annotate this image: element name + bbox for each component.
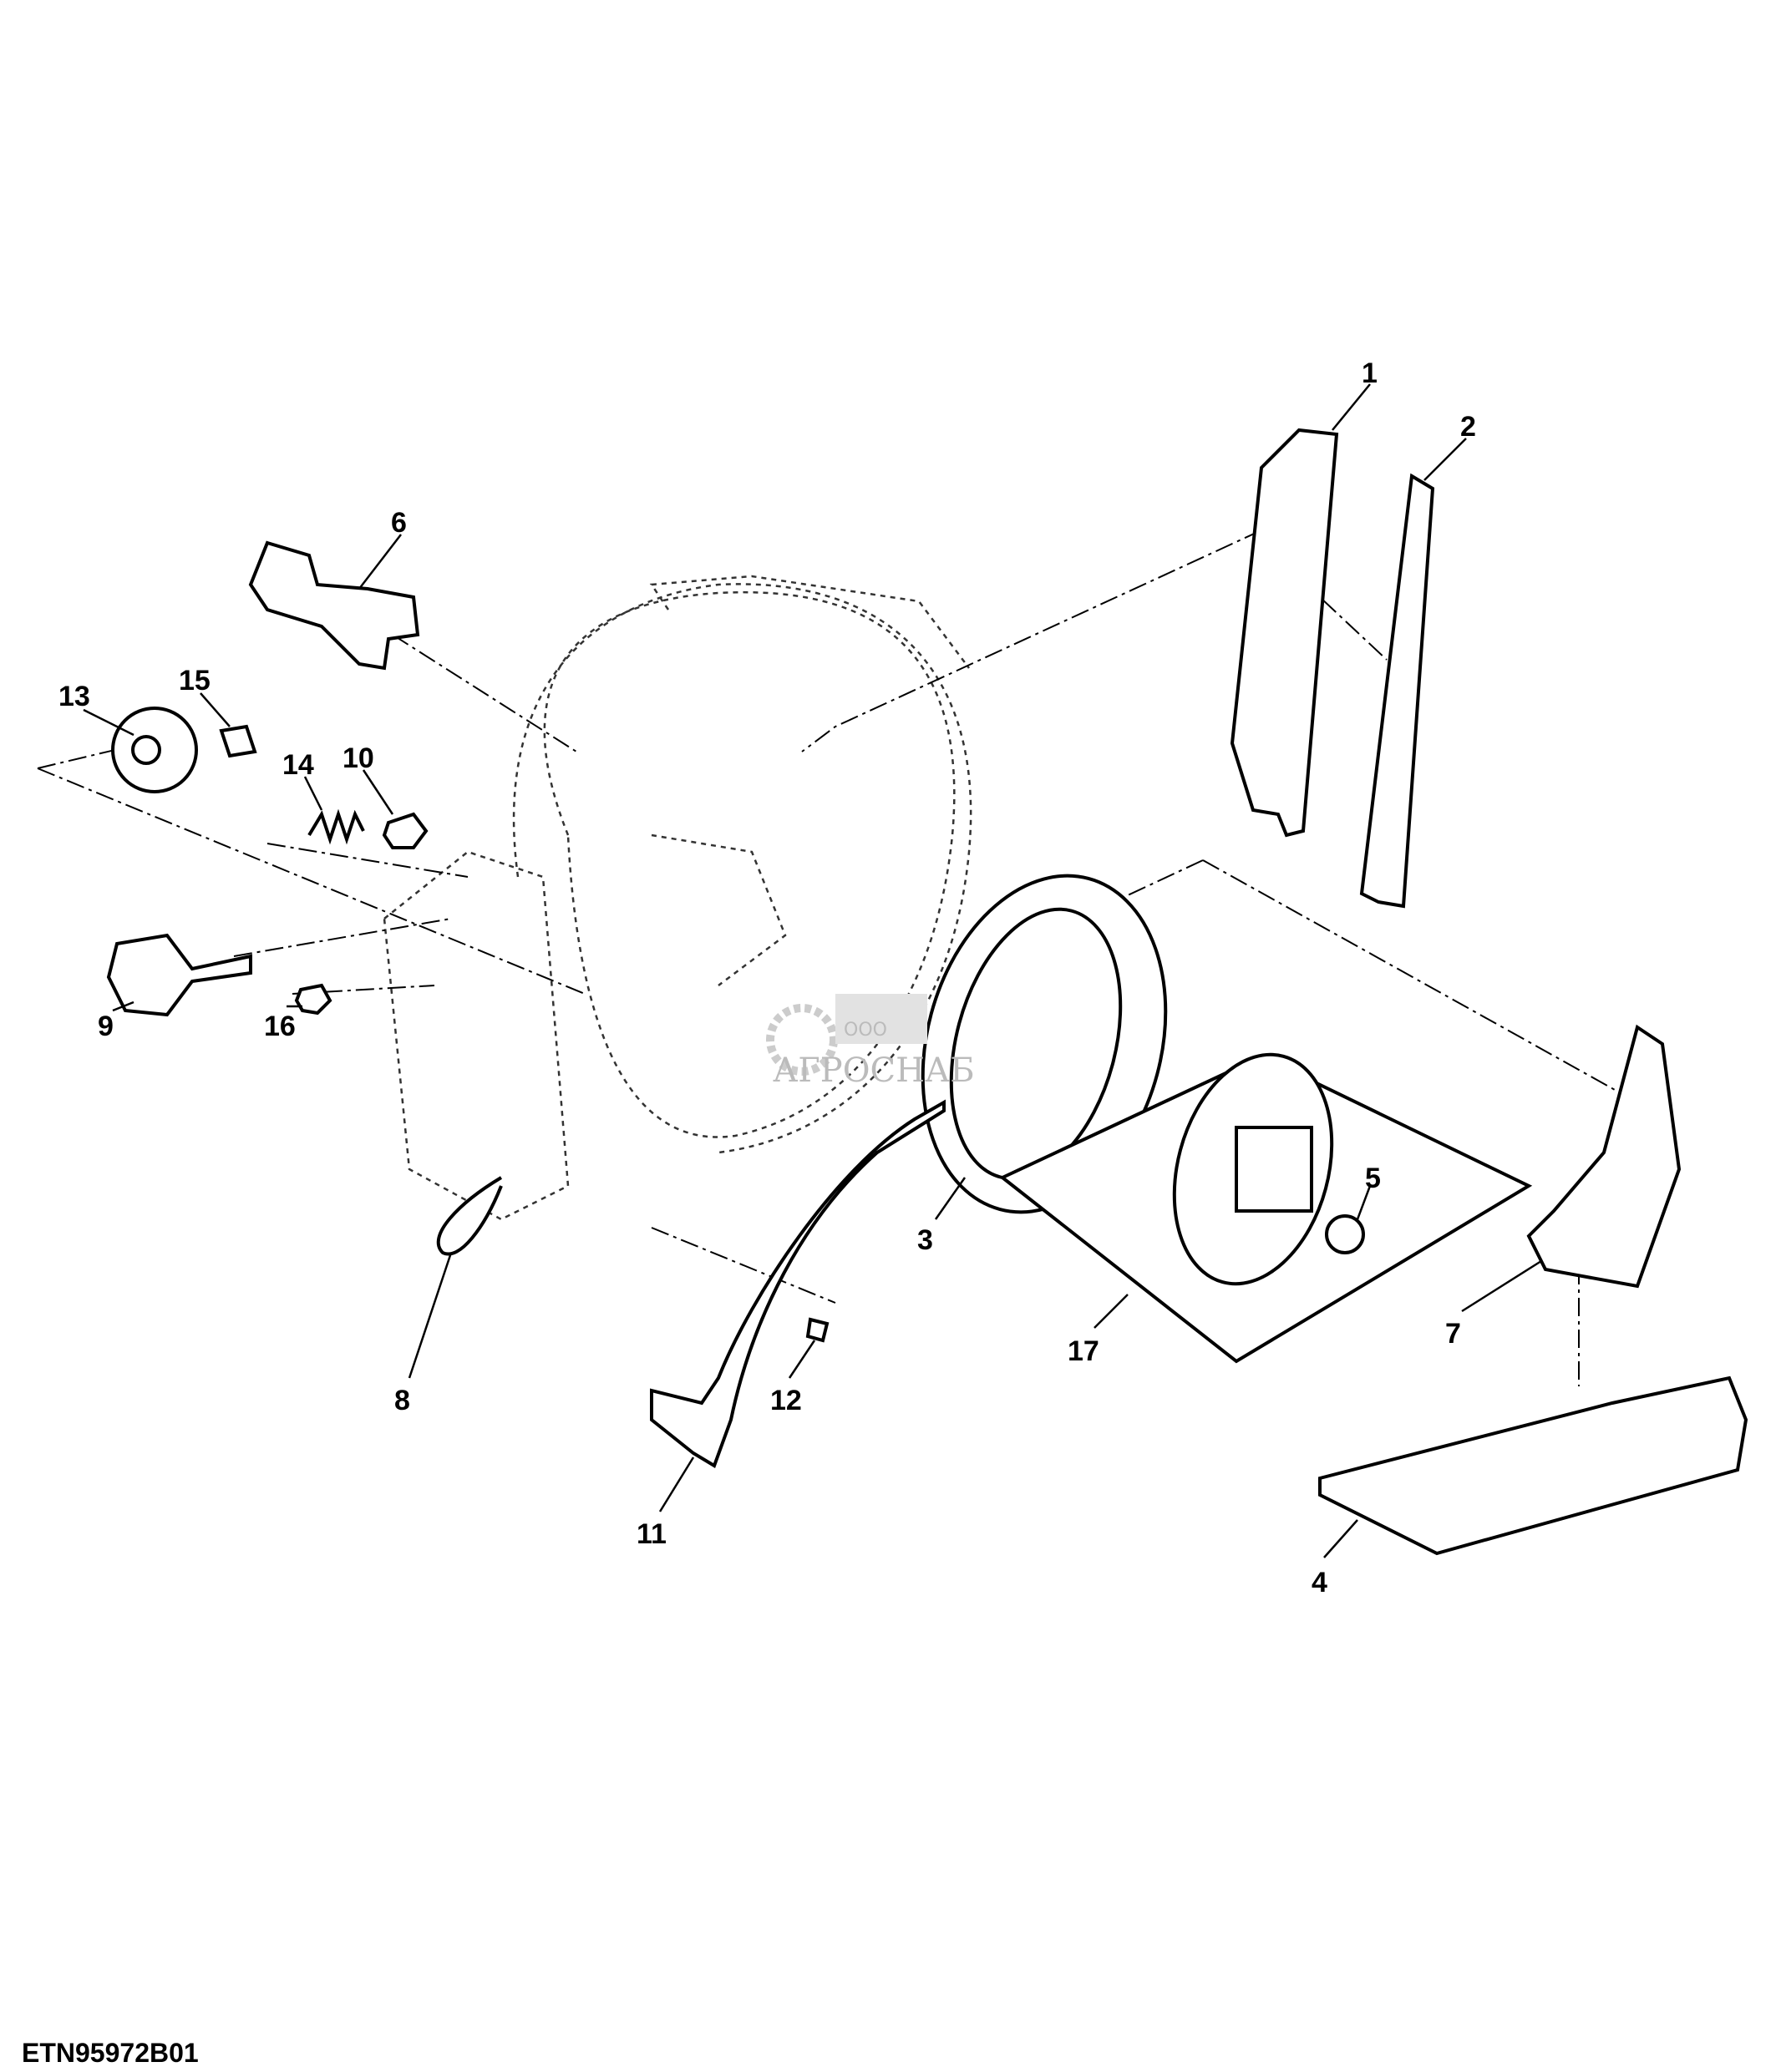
part-16-nut	[294, 983, 332, 1016]
part-4-tray	[1318, 1375, 1748, 1556]
figure-id: ETN95972B01	[22, 2038, 199, 2068]
callout-1: 1	[1362, 357, 1378, 389]
callout-13: 13	[58, 681, 90, 712]
callout-3: 3	[917, 1224, 933, 1256]
ghost-housing	[383, 575, 972, 1221]
part-12-screw	[805, 1317, 830, 1343]
part-10-nut	[382, 812, 429, 849]
callout-10: 10	[343, 742, 374, 774]
part-8-pin	[436, 1176, 503, 1256]
callout-14: 14	[282, 749, 314, 781]
callout-9: 9	[98, 1011, 114, 1042]
part-5-bushing	[1325, 1214, 1365, 1254]
watermark-logo: ООО АГРОСНАБ	[766, 994, 975, 1090]
part-6-handle	[248, 540, 420, 671]
part-17-kit-box	[999, 1052, 1533, 1364]
callout-5: 5	[1365, 1163, 1381, 1194]
callout-4: 4	[1312, 1567, 1327, 1598]
callout-17: 17	[1068, 1335, 1099, 1367]
part-9-knob	[106, 933, 252, 1017]
callout-15: 15	[179, 665, 211, 697]
part-13-gear	[111, 707, 198, 793]
watermark-company: АГРОСНАБ	[773, 1051, 975, 1090]
part-11-arc-bracket	[650, 1099, 946, 1468]
part-2-strip	[1359, 473, 1435, 909]
callout-11: 11	[637, 1518, 667, 1550]
callout-2: 2	[1460, 411, 1476, 443]
callout-16: 16	[264, 1011, 296, 1042]
callout-6: 6	[391, 507, 407, 539]
part-7-bracket	[1526, 1024, 1682, 1289]
part-1-rail	[1230, 428, 1339, 838]
callout-7: 7	[1445, 1318, 1461, 1350]
callout-8: 8	[394, 1385, 410, 1416]
part-15-screw	[219, 724, 257, 758]
callout-12: 12	[770, 1385, 802, 1416]
part-14-spring	[307, 808, 365, 845]
watermark-prefix: ООО	[844, 1020, 887, 1041]
callouts: 1 2 3 4 5 6 7 8 9 10 11 12 13 14 15 16 1…	[58, 357, 1476, 1598]
leader-lines	[83, 383, 1542, 1558]
